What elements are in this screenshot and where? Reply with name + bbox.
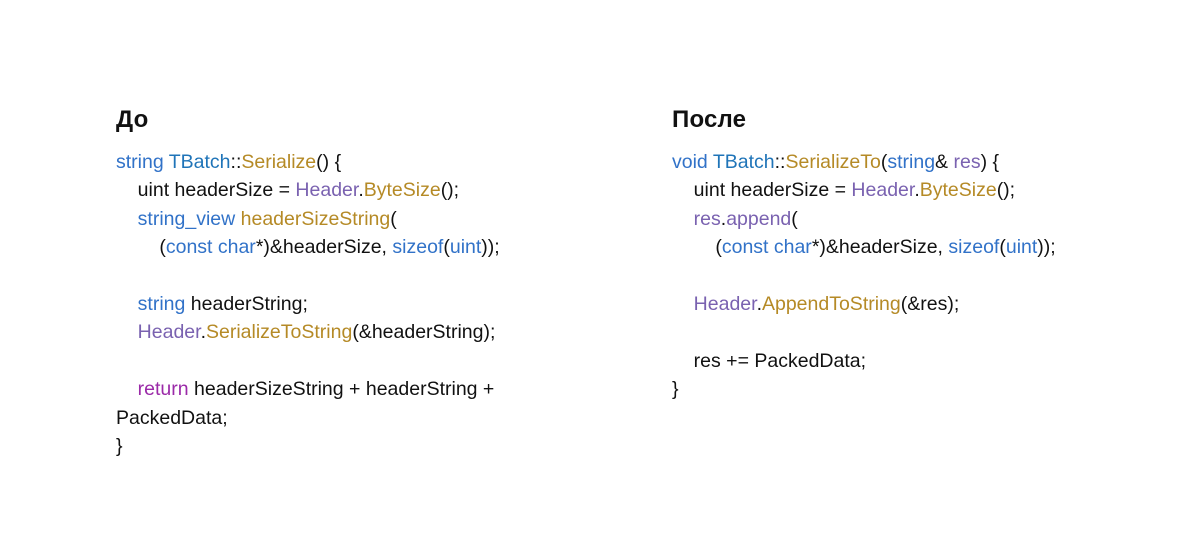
code-line: uint headerSize = Header.ByteSize(); <box>672 176 1192 204</box>
code-token: ByteSize <box>363 179 441 202</box>
code-token: append <box>726 207 792 230</box>
code-token: (); <box>996 179 1016 202</box>
code-token <box>116 321 138 343</box>
code-token: res <box>953 151 981 173</box>
code-line: (const char*)&headerSize, sizeof(uint)); <box>672 233 1192 261</box>
code-token: *)&headerSize, <box>255 236 393 259</box>
code-token: Header <box>693 292 757 315</box>
code-token: :: <box>230 151 242 173</box>
code-token: ByteSize <box>919 179 997 202</box>
code-token: (&headerString); <box>352 321 496 344</box>
code-token: headerSizeString + headerString + <box>194 378 495 401</box>
code-line: PackedData; <box>116 404 636 432</box>
code-token: & <box>935 151 954 173</box>
code-token: string <box>887 151 936 173</box>
code-token: ) { <box>980 151 1000 173</box>
code-line <box>116 347 636 375</box>
panel-before: До string TBatch::Serialize() { uint hea… <box>116 104 636 460</box>
code-token: . <box>720 207 727 230</box>
code-token: TBatch <box>712 151 775 173</box>
code-token: uint <box>672 179 731 202</box>
code-line: } <box>116 432 636 460</box>
code-line: } <box>672 375 1192 403</box>
code-line: string TBatch::Serialize() { <box>116 148 636 176</box>
code-token: headerSizeString <box>240 207 391 230</box>
code-token: . <box>200 321 206 344</box>
code-token: } <box>672 378 679 401</box>
code-token: sizeof <box>392 236 444 259</box>
code-token: res <box>693 207 721 230</box>
code-token: AppendToString <box>761 292 901 315</box>
code-token: SerializeTo <box>785 151 881 173</box>
code-token: headerSize = <box>174 179 296 202</box>
code-token: TBatch <box>168 151 231 173</box>
code-token: sizeof <box>948 236 1000 259</box>
code-token: ( <box>672 236 722 259</box>
code-token: string <box>116 151 169 173</box>
code-line: res.append( <box>672 205 1192 233</box>
code-block: void TBatch::SerializeTo(string& res) { … <box>672 148 1192 404</box>
code-token: . <box>914 179 920 202</box>
code-token: )); <box>481 236 500 259</box>
code-token: () { <box>316 151 342 173</box>
code-token: . <box>358 179 364 202</box>
code-line: uint headerSize = Header.ByteSize(); <box>116 176 636 204</box>
code-token: Header <box>137 321 201 344</box>
code-token: )); <box>1037 236 1056 259</box>
code-line <box>116 262 636 290</box>
code-line <box>672 318 1192 346</box>
code-token: ( <box>791 207 798 230</box>
code-token: const char <box>165 236 256 259</box>
code-token: return <box>137 378 195 401</box>
code-line: res += PackedData; <box>672 347 1192 375</box>
code-token: headerString; <box>190 292 308 315</box>
code-token: res += PackedData; <box>672 349 867 372</box>
panel-title: До <box>116 106 149 133</box>
code-token: } <box>116 434 123 457</box>
code-token: ( <box>999 236 1006 259</box>
code-line: void TBatch::SerializeTo(string& res) { <box>672 148 1192 176</box>
code-token: ( <box>443 236 450 259</box>
code-line: Header.AppendToString(&res); <box>672 290 1192 318</box>
code-token: (); <box>440 179 460 202</box>
code-token <box>672 208 694 230</box>
code-line <box>672 262 1192 290</box>
code-token: uint <box>116 179 175 202</box>
code-token: void <box>672 151 713 173</box>
code-token <box>116 293 138 315</box>
code-token <box>672 293 694 315</box>
code-token: Header <box>295 179 359 202</box>
code-token: string_view <box>137 207 241 230</box>
code-token: ( <box>390 207 397 230</box>
code-token: ( <box>116 236 166 259</box>
code-line: (const char*)&headerSize, sizeof(uint)); <box>116 233 636 261</box>
code-token: ( <box>880 151 888 173</box>
code-token: Serialize <box>241 151 317 173</box>
code-line: string_view headerSizeString( <box>116 205 636 233</box>
code-token <box>116 208 138 230</box>
code-token: (&res); <box>900 292 960 315</box>
code-token: headerSize = <box>730 179 852 202</box>
code-token: *)&headerSize, <box>811 236 949 259</box>
code-token: const char <box>721 236 812 259</box>
code-token: PackedData; <box>116 406 228 429</box>
code-token: uint <box>1005 236 1038 259</box>
code-token: :: <box>774 151 786 173</box>
code-token <box>116 378 138 400</box>
code-token: . <box>756 292 762 315</box>
code-line: return headerSizeString + headerString + <box>116 375 636 403</box>
panel-title: После <box>672 106 747 133</box>
code-token: Header <box>851 179 915 202</box>
code-token: string <box>137 292 191 315</box>
code-line: Header.SerializeToString(&headerString); <box>116 318 636 346</box>
panel-after: После void TBatch::SerializeTo(string& r… <box>672 104 1192 404</box>
code-token: SerializeToString <box>205 321 353 344</box>
code-token: uint <box>449 236 482 259</box>
code-line: string headerString; <box>116 290 636 318</box>
code-block: string TBatch::Serialize() { uint header… <box>116 148 636 460</box>
